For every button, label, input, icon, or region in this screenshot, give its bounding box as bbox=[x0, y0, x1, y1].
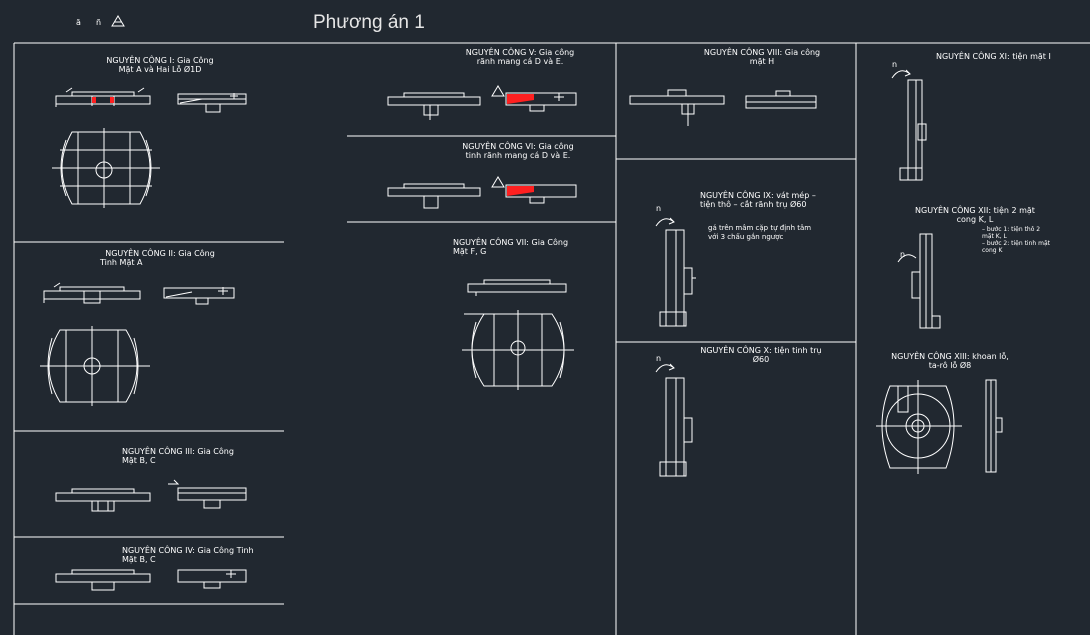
op6-front-view bbox=[491, 176, 577, 204]
op12-title-line2: cong K, L bbox=[956, 215, 994, 224]
op12-steps: – bước 1: tiện thô 2 mặt K, L – bước 2: … bbox=[982, 226, 1050, 254]
op6-side-view bbox=[387, 183, 481, 209]
op2-title: NGUYÊN CÔNG II: Gia Công Tinh Mặt A bbox=[100, 249, 220, 267]
drawing-frame bbox=[13, 42, 1090, 635]
op7-title: NGUYÊN CÔNG VII: Gia Công Mặt F, G bbox=[453, 238, 568, 256]
op9-title-line1: NGUYÊN CÔNG IX: vát mép – bbox=[700, 191, 816, 200]
op3-title-line2: Mặt B, C bbox=[122, 456, 156, 465]
op10-title-line2: Ø60 bbox=[752, 355, 770, 364]
op1-top-view bbox=[52, 128, 160, 208]
op7-title-line1: NGUYÊN CÔNG VII: Gia Công bbox=[453, 238, 569, 247]
op2-title-line2: Tinh Mặt A bbox=[100, 258, 143, 267]
op5-title-line2: rãnh mang cá D và E. bbox=[476, 57, 564, 66]
op13-drilling-view bbox=[876, 379, 1003, 474]
op4-title-line2: Mặt B, C bbox=[122, 555, 156, 564]
op8-title: NGUYÊN CÔNG VIII: Gia công mặt H bbox=[700, 48, 824, 66]
op11-title-line1: NGUYÊN CÔNG XI: tiện mặt I bbox=[936, 52, 1051, 61]
op12-step1: – bước 1: tiện thô 2 bbox=[982, 226, 1041, 233]
op4-title-line1: NGUYÊN CÔNG IV: Gia Công Tinh bbox=[122, 546, 254, 555]
op7-title-line2: Mặt F, G bbox=[453, 247, 487, 256]
op9-title: NGUYÊN CÔNG IX: vát mép – tiện thô – cắt… bbox=[700, 191, 816, 209]
op6-title: NGUYÊN CÔNG VI: Gia công tinh rãnh mang … bbox=[438, 142, 598, 160]
op1-front-view bbox=[177, 93, 247, 113]
op10-rotation-label: n bbox=[656, 354, 662, 363]
op8-title-line2: mặt H bbox=[749, 57, 775, 66]
corner-mark-1: ă bbox=[76, 18, 81, 27]
op2-title-line1: NGUYÊN CÔNG II: Gia Công bbox=[105, 249, 215, 258]
op12-title-line1: NGUYÊN CÔNG XII: tiện 2 mặt bbox=[915, 206, 1035, 215]
op4-front-view bbox=[177, 569, 247, 589]
op3-title: NGUYÊN CÔNG III: Gia Công Mặt B, C bbox=[122, 447, 234, 465]
op9-note: gá trên mâm cặp tự định tâm với 3 chấu g… bbox=[708, 224, 811, 242]
op1-title: NGUYÊN CÔNG I: Gia Công Mặt A và Hai Lỗ … bbox=[100, 56, 220, 74]
op2-top-view bbox=[40, 326, 150, 406]
op12-title: NGUYÊN CÔNG XII: tiện 2 mặt cong K, L bbox=[910, 206, 1040, 224]
op5-side-view bbox=[387, 92, 481, 120]
op9-note-line1: gá trên mâm cặp tự định tâm bbox=[708, 224, 812, 232]
op6-title-line1: NGUYÊN CÔNG VI: Gia công bbox=[462, 142, 574, 151]
op13-title-line1: NGUYÊN CÔNG XIII: khoan lỗ, bbox=[891, 352, 1009, 361]
op6-title-line2: tinh rãnh mang cá D và E. bbox=[465, 151, 571, 160]
op12-step1b: mặt K, L bbox=[982, 233, 1007, 240]
op5-title: NGUYÊN CÔNG V: Gia công rãnh mang cá D v… bbox=[450, 48, 590, 66]
op12-lathe-view bbox=[897, 233, 941, 329]
op11-lathe-view bbox=[891, 69, 927, 181]
op9-note-line2: với 3 chấu gắn ngược bbox=[708, 233, 784, 241]
op13-title-line2: ta-rô lỗ Ø8 bbox=[928, 361, 972, 370]
op3-title-line1: NGUYÊN CÔNG III: Gia Công bbox=[122, 447, 234, 456]
op3-front-view bbox=[168, 479, 247, 509]
op1-title-line1: NGUYÊN CÔNG I: Gia Công bbox=[106, 56, 214, 65]
corner-symbol-icon bbox=[111, 15, 125, 27]
op3-side-view bbox=[55, 488, 151, 512]
op1-side-view bbox=[55, 87, 151, 107]
op9-title-line2: tiện thô – cắt rãnh trụ Ø60 bbox=[700, 200, 807, 209]
op7-top-view bbox=[462, 310, 574, 390]
op12-step2b: cong K bbox=[982, 247, 1003, 254]
op2-side-view bbox=[43, 282, 141, 304]
op5-highlight bbox=[507, 94, 534, 104]
op8-front-view bbox=[745, 90, 817, 109]
op1-highlight bbox=[92, 97, 114, 103]
op7-side-view bbox=[467, 279, 567, 296]
op9-rotation-label: n bbox=[656, 204, 662, 213]
op10-lathe-view bbox=[655, 363, 693, 477]
op10-title-line1: NGUYÊN CÔNG X: tiện tinh trụ bbox=[700, 346, 822, 355]
op2-front-view bbox=[163, 287, 235, 305]
op6-highlight bbox=[507, 186, 534, 196]
op11-rotation-label: n bbox=[892, 60, 898, 69]
op4-side-view bbox=[55, 569, 151, 591]
op4-title: NGUYÊN CÔNG IV: Gia Công Tinh Mặt B, C bbox=[122, 546, 254, 564]
op8-side-view bbox=[629, 89, 725, 126]
op8-title-line1: NGUYÊN CÔNG VIII: Gia công bbox=[703, 48, 821, 57]
op5-front-view bbox=[491, 85, 577, 112]
page-title: Phương án 1 bbox=[313, 12, 425, 33]
op12-step2: – bước 2: tiện tinh mặt bbox=[982, 240, 1050, 247]
op12-rotation-label: n bbox=[900, 250, 906, 259]
op13-title: NGUYÊN CÔNG XIII: khoan lỗ, ta-rô lỗ Ø8 bbox=[888, 352, 1012, 370]
op9-lathe-view bbox=[655, 217, 696, 327]
corner-mark-2: ñ bbox=[96, 18, 102, 27]
op5-title-line1: NGUYÊN CÔNG V: Gia công bbox=[465, 48, 575, 57]
op10-title: NGUYÊN CÔNG X: tiện tinh trụ Ø60 bbox=[696, 346, 826, 364]
op1-title-line2: Mặt A và Hai Lỗ Ø1D bbox=[118, 65, 202, 74]
op11-title: NGUYÊN CÔNG XI: tiện mặt I bbox=[936, 52, 1051, 61]
